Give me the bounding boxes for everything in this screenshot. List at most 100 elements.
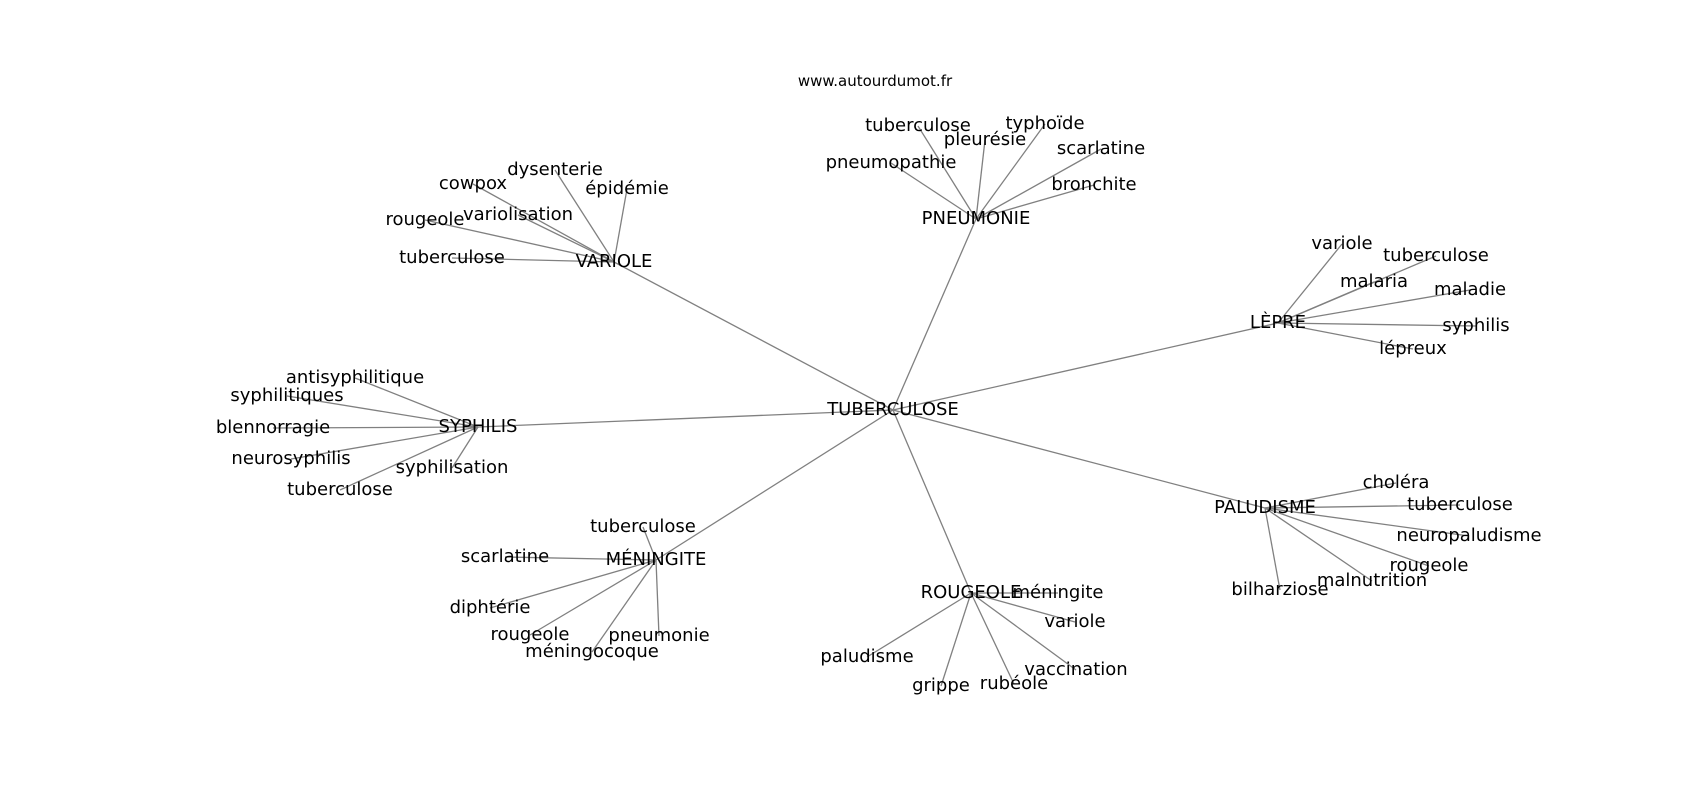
edge-syphilis-leaf <box>339 426 479 491</box>
leaf-node-label: bronchite <box>1051 174 1136 195</box>
leaf-node-label: rougeole <box>385 209 464 230</box>
edge-pneumonie-leaf <box>975 184 1095 220</box>
leaf-node-label: scarlatine <box>461 546 549 567</box>
edge-rougeole-leaf <box>940 592 972 687</box>
edge-syphilis-leaf <box>286 395 479 428</box>
leaf-node-label: tuberculose <box>287 479 393 500</box>
edge-center-paludisme <box>892 409 1266 509</box>
leaf-node-label: scarlatine <box>1057 138 1145 159</box>
edge-paludisme-leaf <box>1264 507 1470 537</box>
edge-lepre-leaf <box>1277 322 1477 327</box>
leaf-node-label: variole <box>1311 233 1372 254</box>
center-node-label: TUBERCULOSE <box>826 399 959 420</box>
edge-lepre-leaf <box>1277 322 1414 350</box>
leaf-node-label: typhoïde <box>1005 113 1084 134</box>
leaf-node-label: tuberculose <box>399 247 505 268</box>
edge-center-pneumonie <box>892 218 977 411</box>
leaf-node-label: pneumonie <box>608 625 709 646</box>
leaf-node-label: blennorragie <box>216 417 330 438</box>
leaf-node-label: neuropaludisme <box>1396 525 1541 546</box>
edge-syphilis-leaf <box>451 426 479 469</box>
edge-meningite-leaf <box>591 559 657 653</box>
edge-paludisme-leaf <box>1264 504 1461 509</box>
edge-lepre-leaf <box>1277 281 1375 324</box>
leaf-node-label: syphilisation <box>396 457 509 478</box>
edge-pneumonie-leaf <box>890 162 977 220</box>
hub-node-label: SYPHILIS <box>439 416 518 437</box>
leaf-node-label: malnutrition <box>1317 570 1427 591</box>
leaf-node-label: pneumopathie <box>826 152 957 173</box>
edge-variole-leaf <box>517 214 615 263</box>
edge-rougeole-leaf <box>866 592 972 658</box>
watermark-text: www.autourdumot.fr <box>797 72 953 90</box>
edge-center-rougeole <box>892 409 972 594</box>
edge-syphilis-leaf <box>354 377 479 428</box>
leaf-node-label: tuberculose <box>865 115 971 136</box>
edge-meningite-leaf <box>504 556 657 561</box>
leaf-node-label: paludisme <box>820 646 913 667</box>
leaf-node-label: méningocoque <box>525 641 659 662</box>
leaf-node-label: méningite <box>1013 582 1104 603</box>
edge-paludisme-leaf <box>1264 507 1430 567</box>
leaf-node-label: malaria <box>1340 271 1408 292</box>
hub-node-label: ROUGEOLE <box>921 582 1022 603</box>
hub-node-label: LÈPRE <box>1250 311 1306 333</box>
leaf-node-label: grippe <box>912 675 970 696</box>
edge-pneumonie-leaf <box>975 148 1102 220</box>
edge-variole-leaf <box>554 169 615 263</box>
leaf-node-label: syphilitiques <box>230 385 343 406</box>
hub-node-label: PNEUMONIE <box>922 208 1031 229</box>
leaf-node-label: cowpox <box>439 173 508 194</box>
edge-syphilis-leaf <box>290 426 479 460</box>
leaf-node-label: antisyphilitique <box>286 367 424 388</box>
leaf-node-label: diphtérie <box>450 597 531 618</box>
hub-node-label: VARIOLE <box>576 251 653 272</box>
edge-meningite-leaf <box>655 559 660 637</box>
leaf-node-label: maladie <box>1434 279 1506 300</box>
edge-variole-leaf <box>613 188 628 263</box>
leaf-node-label: tuberculose <box>1383 245 1489 266</box>
edge-meningite-leaf <box>489 559 657 609</box>
hub-node-label: MÉNINGITE <box>606 548 707 570</box>
leaf-node-label: dysenterie <box>507 159 603 180</box>
leaf-node-label: rubéole <box>980 673 1048 694</box>
leaf-node-label: rougeole <box>1389 555 1468 576</box>
edge-center-meningite <box>655 409 894 561</box>
edge-center-syphilis <box>477 409 894 428</box>
edge-meningite-leaf <box>529 559 657 636</box>
leaf-node-label: rougeole <box>490 624 569 645</box>
leaf-node-label: épidémie <box>585 178 669 199</box>
edge-pneumonie-leaf <box>975 139 986 220</box>
edge-variole-leaf <box>472 183 615 263</box>
leaf-node-label: vaccination <box>1024 659 1127 680</box>
edge-paludisme-leaf <box>1264 507 1281 591</box>
leaf-node-label: bilharziose <box>1231 579 1328 600</box>
leaf-node-label: neurosyphilis <box>231 448 350 469</box>
edge-center-lepre <box>892 322 1279 411</box>
leaf-node-label: tuberculose <box>1407 494 1513 515</box>
edge-paludisme-leaf <box>1264 482 1397 509</box>
edge-paludisme-leaf <box>1264 507 1373 582</box>
leaf-node-label: syphilis <box>1442 315 1509 336</box>
edge-variole-leaf <box>424 219 615 263</box>
graph-edges <box>272 123 1477 687</box>
edge-rougeole-leaf <box>970 592 1076 623</box>
leaf-node-label: choléra <box>1363 472 1430 493</box>
edge-lepre-leaf <box>1277 289 1471 324</box>
leaf-node-label: pleurésie <box>944 129 1026 150</box>
edge-center-variole <box>613 261 894 411</box>
edge-rougeole-leaf <box>970 592 1015 685</box>
leaf-node-label: lépreux <box>1379 338 1447 359</box>
edge-pneumonie-leaf <box>975 123 1046 220</box>
edge-meningite-leaf <box>642 526 657 561</box>
leaf-node-label: variolisation <box>463 204 573 225</box>
edge-variole-leaf <box>451 257 615 263</box>
leaf-node-label: tuberculose <box>590 516 696 537</box>
hub-node-label: PALUDISME <box>1214 497 1316 518</box>
edge-pneumonie-leaf <box>917 125 977 220</box>
leaf-node-label: variole <box>1044 611 1105 632</box>
edge-rougeole-leaf <box>970 592 1077 671</box>
edge-lepre-leaf <box>1277 243 1343 324</box>
